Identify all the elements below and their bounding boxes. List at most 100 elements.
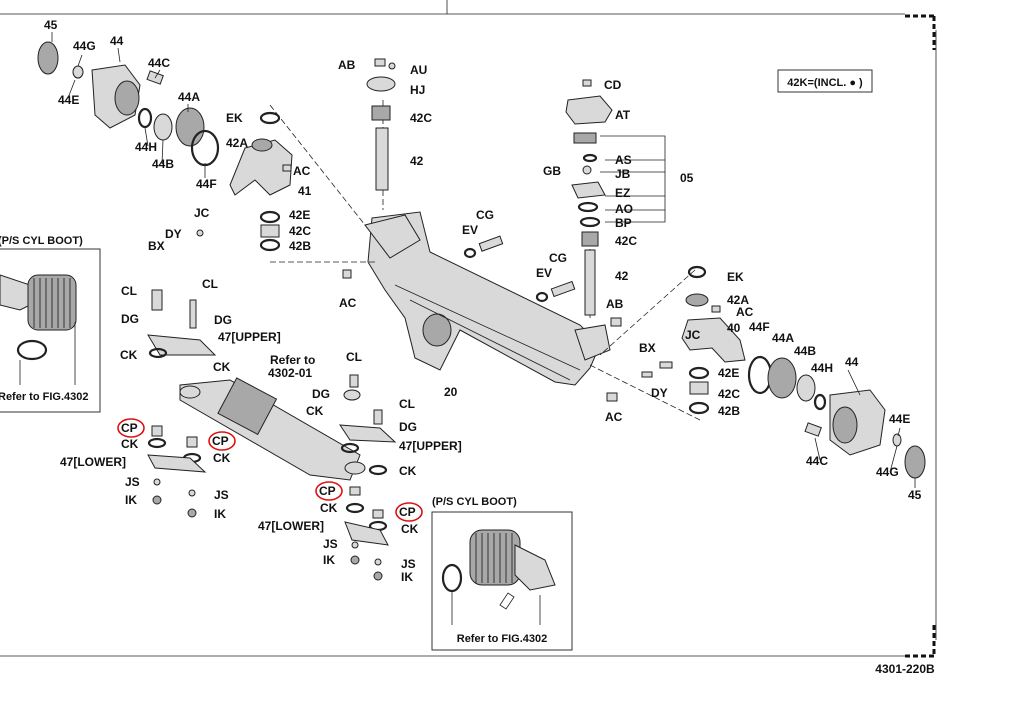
callout-ck-8: CK xyxy=(401,522,419,536)
callout-ck-2: CK xyxy=(213,360,231,374)
right-kingpin-stack xyxy=(565,79,666,316)
callout-40: 40 xyxy=(727,321,741,335)
callout-44-right: 44 xyxy=(845,355,859,369)
callout-jc-right: JC xyxy=(685,328,701,342)
right-knuckle-hub xyxy=(641,265,926,479)
left-hub-group xyxy=(37,41,220,167)
callout-ac-right: AC xyxy=(736,305,754,319)
inset-right-ref: Refer to FIG.4302 xyxy=(457,633,547,645)
callout-hj: HJ xyxy=(410,83,425,97)
callout-ev-1: EV xyxy=(462,223,478,237)
callout-ao: AO xyxy=(615,202,633,216)
cp-highlight-4 xyxy=(395,502,423,522)
callout-44c-right: 44C xyxy=(806,454,828,468)
callout-jc-left: JC xyxy=(194,206,210,220)
callout-cl-2: CL xyxy=(202,277,218,291)
right-tie-rod-upper xyxy=(339,374,397,476)
callout-ik-1: IK xyxy=(125,493,137,507)
callout-44e-right: 44E xyxy=(889,412,910,426)
callout-42b-right: 42B xyxy=(718,404,740,418)
callout-42c-left: 42C xyxy=(289,224,311,238)
callout-ck-3: CK xyxy=(121,437,139,451)
callout-ac-center: AC xyxy=(339,296,357,310)
callout-44a-left: 44A xyxy=(178,90,200,104)
right-tie-rod-lower xyxy=(344,486,389,581)
callout-as: AS xyxy=(615,153,632,167)
callout-42c-center: 42C xyxy=(410,111,432,125)
callout-bp: BP xyxy=(615,216,632,230)
guide-right-lower xyxy=(589,364,701,421)
boot-illustration-left xyxy=(0,274,77,385)
callout-cd: CD xyxy=(604,78,622,92)
callout-47upper-1: 47[UPPER] xyxy=(218,330,281,344)
callout-jb: JB xyxy=(615,167,631,181)
callout-bx-left: BX xyxy=(148,239,165,253)
callout-44f-left: 44F xyxy=(196,177,217,191)
callout-cp-4: CP xyxy=(399,505,416,519)
inset-left-box xyxy=(0,248,101,413)
callout-cl-4: CL xyxy=(399,397,415,411)
callout-au: AU xyxy=(410,63,427,77)
cp-highlight-1 xyxy=(117,418,145,438)
callout-ck-4: CK xyxy=(213,451,231,465)
callout-45-right: 45 xyxy=(908,488,922,502)
guide-left-upper xyxy=(269,104,366,226)
center-kingpin-stack xyxy=(366,58,396,191)
callout-47lower-1: 47[LOWER] xyxy=(60,455,126,469)
callout-44f-right: 44F xyxy=(749,320,770,334)
callout-05: 05 xyxy=(680,171,694,185)
callout-dy-left: DY xyxy=(165,227,182,241)
callout-42-center: 42 xyxy=(410,154,424,168)
refer-cyl-line2: 4302-01 xyxy=(268,366,312,380)
callout-44g-right: 44G xyxy=(876,465,899,479)
callout-ck-1: CK xyxy=(120,348,138,362)
guide-right-upper xyxy=(599,269,696,356)
callout-dg-3: DG xyxy=(312,387,330,401)
callout-ik-2: IK xyxy=(214,507,226,521)
axle-beam xyxy=(364,211,611,386)
center-bolts xyxy=(342,235,622,402)
callout-cg-2: CG xyxy=(549,251,567,265)
left-tie-rod-lower xyxy=(147,425,207,518)
callout-44g-left: 44G xyxy=(73,39,96,53)
inset-left-ref: Refer to FIG.4302 xyxy=(0,391,88,403)
callout-ck-7: CK xyxy=(320,501,338,515)
callout-ac-bottom: AC xyxy=(605,410,623,424)
callout-cp-2: CP xyxy=(212,434,229,448)
callout-44e-left: 44E xyxy=(58,93,79,107)
callout-44h-left: 44H xyxy=(135,140,157,154)
inset-right-box xyxy=(431,511,573,651)
callout-42e-left: 42E xyxy=(289,208,310,222)
callout-js-4: JS xyxy=(401,557,416,571)
callout-44a-right: 44A xyxy=(772,331,794,345)
callout-cl-1: CL xyxy=(121,284,137,298)
callout-47lower-2: 47[LOWER] xyxy=(258,519,324,533)
callout-dg-1: DG xyxy=(121,312,139,326)
callout-js-2: JS xyxy=(214,488,229,502)
callout-gb: GB xyxy=(543,164,561,178)
callout-ek-left: EK xyxy=(226,111,243,125)
callout-ab-2: AB xyxy=(606,297,624,311)
callout-bx-right: BX xyxy=(639,341,656,355)
callout-dg-4: DG xyxy=(399,420,417,434)
refer-cyl-line1: Refer to xyxy=(270,353,315,367)
callout-42-right-stack: 42 xyxy=(615,269,629,283)
boot-illustration-right xyxy=(441,529,556,625)
callout-ev-2: EV xyxy=(536,266,552,280)
callout-js-3: JS xyxy=(323,537,338,551)
callout-ik-3: IK xyxy=(323,553,335,567)
callout-ac-left: AC xyxy=(293,164,311,178)
callout-js-1: JS xyxy=(125,475,140,489)
callout-42b-left: 42B xyxy=(289,239,311,253)
callout-dg-2: DG xyxy=(214,313,232,327)
callout-cp-1: CP xyxy=(121,421,138,435)
cp-highlight-3 xyxy=(315,481,343,501)
callout-42c-right-stack: 42C xyxy=(615,234,637,248)
callout-cp-3: CP xyxy=(319,484,336,498)
callout-44b-right: 44B xyxy=(794,344,816,358)
inset-right-title: (P/S CYL BOOT) xyxy=(432,496,517,508)
callout-42a-left: 42A xyxy=(226,136,248,150)
callout-ik-4: IK xyxy=(401,570,413,584)
note-text: 42K=(INCL. ● ) xyxy=(787,77,863,89)
